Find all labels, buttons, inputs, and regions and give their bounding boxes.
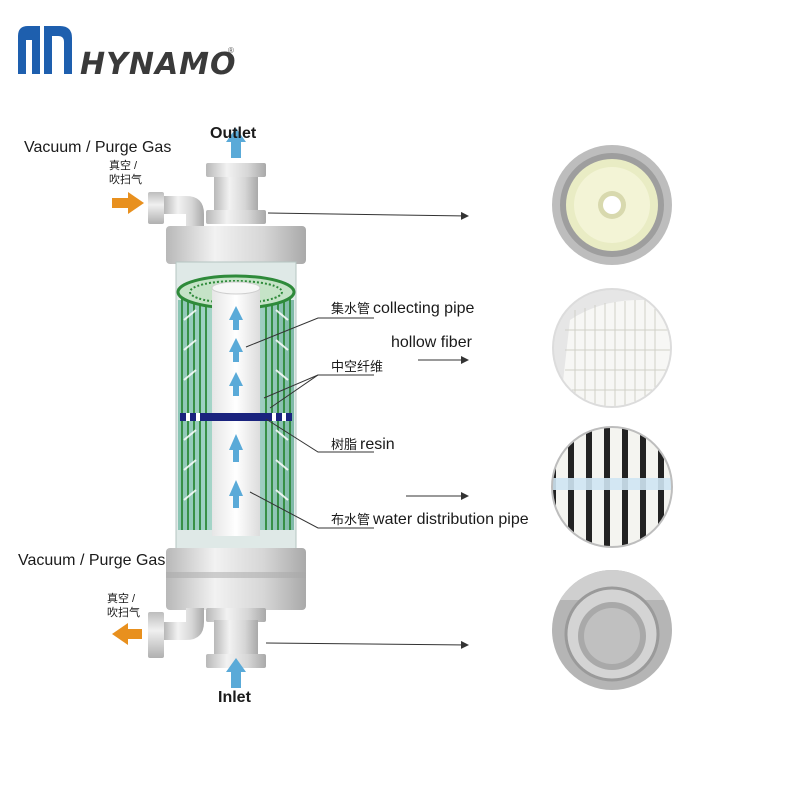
callout-collecting-pipe-cn: 集水管 [331,301,371,316]
bottom-purge-label: Vacuum / Purge Gas [18,552,166,569]
top-purge-cn-2: 吹扫气 [109,174,142,186]
bottom-purge-elbow [148,608,204,658]
callout-water-distribution-pipe-en: water distribution pipe [373,511,529,528]
outlet-label: Outlet [210,125,257,142]
vessel-body [175,261,297,553]
bottom-purge-cn-1: 真空 / [107,593,136,605]
inlet-pipe [206,608,266,668]
photo-resin-fibers [551,426,673,548]
outlet-pipe [206,163,266,224]
bottom-flange [166,548,306,610]
callout-resin-en: resin [360,436,395,453]
brand-name: HYNAMO [80,47,237,82]
photo-hollow-fiber [552,288,672,408]
callout-hollow-fiber-en: hollow fiber [391,334,472,351]
top-purge-elbow [148,192,204,226]
callout-hollow-fiber-cn: 中空纤维 [331,356,386,376]
leader-lines [245,211,469,649]
top-flange [166,226,306,264]
registered-mark: ® [228,46,234,55]
callout-water-distribution-pipe-cn: 布水管 [331,512,371,527]
inlet-label: Inlet [218,689,251,706]
callout-collecting-pipe-en: collecting pipe [373,300,475,317]
bottom-purge-arrow [112,623,142,645]
top-purge-cn-1: 真空 / [109,160,138,172]
top-purge-label: Vacuum / Purge Gas [24,139,172,156]
callout-hollow-fiber-cn-text: 中空纤维 [331,359,384,374]
top-purge-arrow [112,192,144,214]
inlet-arrow [226,658,246,688]
callout-resin-cn: 树脂 [331,437,358,452]
bottom-purge-cn-2: 吹扫气 [107,607,140,619]
photo-inlet-pipe [552,570,672,690]
logo-mark [18,26,72,74]
callout-hollow-fiber: hollow fiber [391,334,472,352]
photo-pipe-end [552,145,672,265]
outlet-arrow [226,128,246,158]
